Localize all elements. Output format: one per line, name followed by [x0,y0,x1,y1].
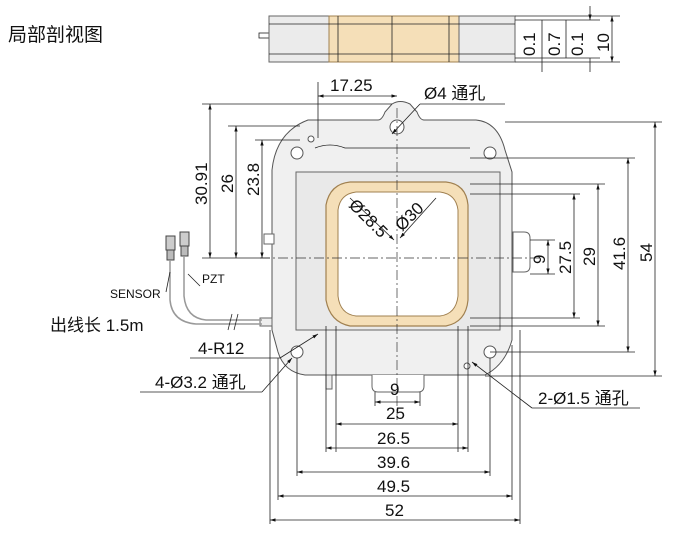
dim-left-h1: 30.91 [192,162,211,205]
label-pzt: PZT [202,272,225,286]
dim-side-d1: 0.1 [520,32,539,56]
callout-leaders [140,333,640,409]
label-small-holes: 2-Ø1.5 通孔 [538,389,629,408]
view-title: 局部剖视图 [8,25,104,46]
dim-right-h4: 41.6 [610,237,629,270]
label-corner-holes: 4-Ø3.2 通孔 [155,373,246,392]
dim-bottom-w4: 39.6 [377,453,410,472]
dim-bottom-w5: 49.5 [377,477,410,496]
dim-side-d4: 10 [594,33,613,52]
top-dimensions [317,82,505,138]
dim-bottom-w2: 25 [386,404,405,423]
dim-left-h3: 23.8 [244,163,263,196]
connector-cables [165,231,262,331]
dim-bottom-w3: 26.5 [377,429,410,448]
label-sensor: SENSOR [110,287,161,301]
left-dimensions [202,103,392,259]
label-cable-length: 出线长 1.5m [50,316,144,335]
dim-right-h3: 29 [580,247,599,266]
dim-right-h5: 54 [637,243,656,262]
dim-right-h2: 27.5 [556,241,575,274]
right-dimensions [470,121,662,377]
dim-bottom-w1: 9 [390,380,399,399]
dim-right-h1: 9 [530,255,549,264]
side-section-view [258,6,620,72]
dim-top-offset: 17.25 [330,76,373,95]
plan-view [259,101,531,393]
dim-bottom-w6: 52 [385,501,404,520]
label-corner-radius: 4-R12 [198,339,244,358]
dim-left-h2: 26 [218,174,237,193]
dim-side-d3: 0.1 [568,32,587,56]
label-center-hole: Ø4 通孔 [424,84,485,103]
dim-side-d2: 0.7 [545,32,564,56]
bottom-dimensions [269,326,521,524]
